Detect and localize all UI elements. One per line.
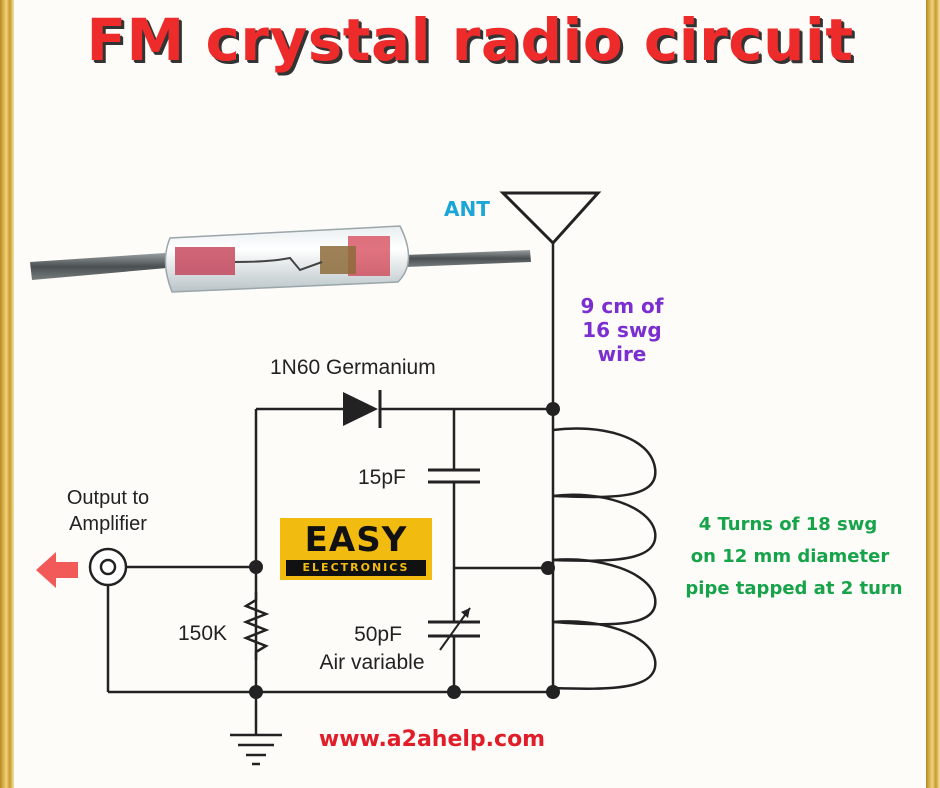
junction-dots — [249, 402, 560, 699]
antenna-symbol — [499, 191, 602, 412]
output-label-2: Amplifier — [69, 513, 147, 535]
page-title: FM crystal radio circuit — [86, 6, 854, 74]
circuit-wires — [106, 407, 553, 766]
website-label: www.a2ahelp.com — [319, 727, 545, 752]
logo-sub-text: ELECTRONICS — [302, 561, 410, 574]
easy-electronics-logo: EASY ELECTRONICS — [280, 518, 432, 580]
antenna-wire-label-1: 9 cm of — [581, 294, 664, 318]
antenna-wire-label-2: 16 swg — [582, 318, 662, 342]
coil-spec-label-2: on 12 mm diameter — [691, 546, 890, 567]
output-jack — [88, 547, 128, 587]
output-label-1: Output to — [67, 487, 149, 509]
cap-variable-label-2: Air variable — [319, 651, 424, 674]
logo-strip: ELECTRONICS — [286, 560, 426, 576]
coil-inductor — [551, 409, 657, 692]
coil-spec-label-3: pipe tapped at 2 turn — [685, 578, 902, 599]
diode-photo — [30, 225, 531, 293]
diode-symbol — [343, 390, 382, 428]
cap-fixed-label: 15pF — [358, 466, 406, 489]
cap-variable-label-1: 50pF — [354, 623, 402, 646]
resistor-symbol — [242, 592, 270, 660]
right-gold-border — [926, 0, 940, 788]
logo-main-text: EASY — [304, 520, 408, 560]
left-gold-border — [0, 0, 14, 788]
variable-capacitor — [428, 607, 480, 651]
fixed-capacitor — [428, 468, 480, 484]
output-arrow — [36, 552, 78, 588]
antenna-label: ANT — [444, 197, 490, 221]
coil-spec-label-1: 4 Turns of 18 swg — [699, 514, 878, 535]
antenna-wire-label-3: wire — [598, 342, 647, 366]
resistor-label: 150K — [178, 622, 227, 645]
diode-label: 1N60 Germanium — [270, 356, 436, 379]
